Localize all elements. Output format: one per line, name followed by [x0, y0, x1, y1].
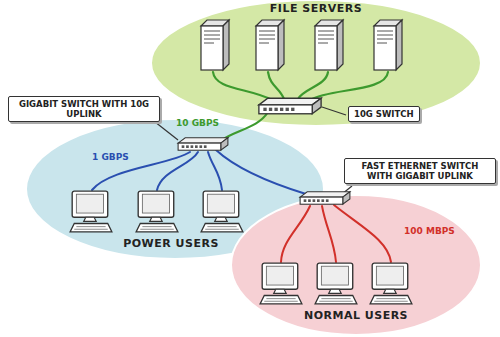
zone-title: NORMAL USERS [304, 309, 408, 322]
callout-text: FAST ETHERNET SWITCH WITH GIGABIT UPLINK [350, 161, 490, 181]
callout-text: GIGABIT SWITCH WITH 10G UPLINK [14, 99, 154, 119]
zone-ellipse [150, 0, 482, 127]
zone-title: FILE SERVERS [270, 2, 362, 15]
link-speed-label: 100 MBPS [404, 226, 455, 236]
callout-box: 10G SWITCH [348, 106, 420, 122]
callout-box: FAST ETHERNET SWITCH WITH GIGABIT UPLINK [344, 158, 496, 184]
link-speed-label: 10 GBPS [176, 118, 219, 128]
network-zone: POWER USERS [25, 118, 325, 260]
network-zone: NORMAL USERS [230, 194, 482, 336]
zone-title: POWER USERS [123, 237, 219, 250]
network-zone: FILE SERVERS [150, 0, 482, 127]
callout-text: 10G SWITCH [354, 109, 414, 119]
callout-box: GIGABIT SWITCH WITH 10G UPLINK [8, 96, 160, 122]
link-speed-label: 1 GBPS [92, 152, 129, 162]
